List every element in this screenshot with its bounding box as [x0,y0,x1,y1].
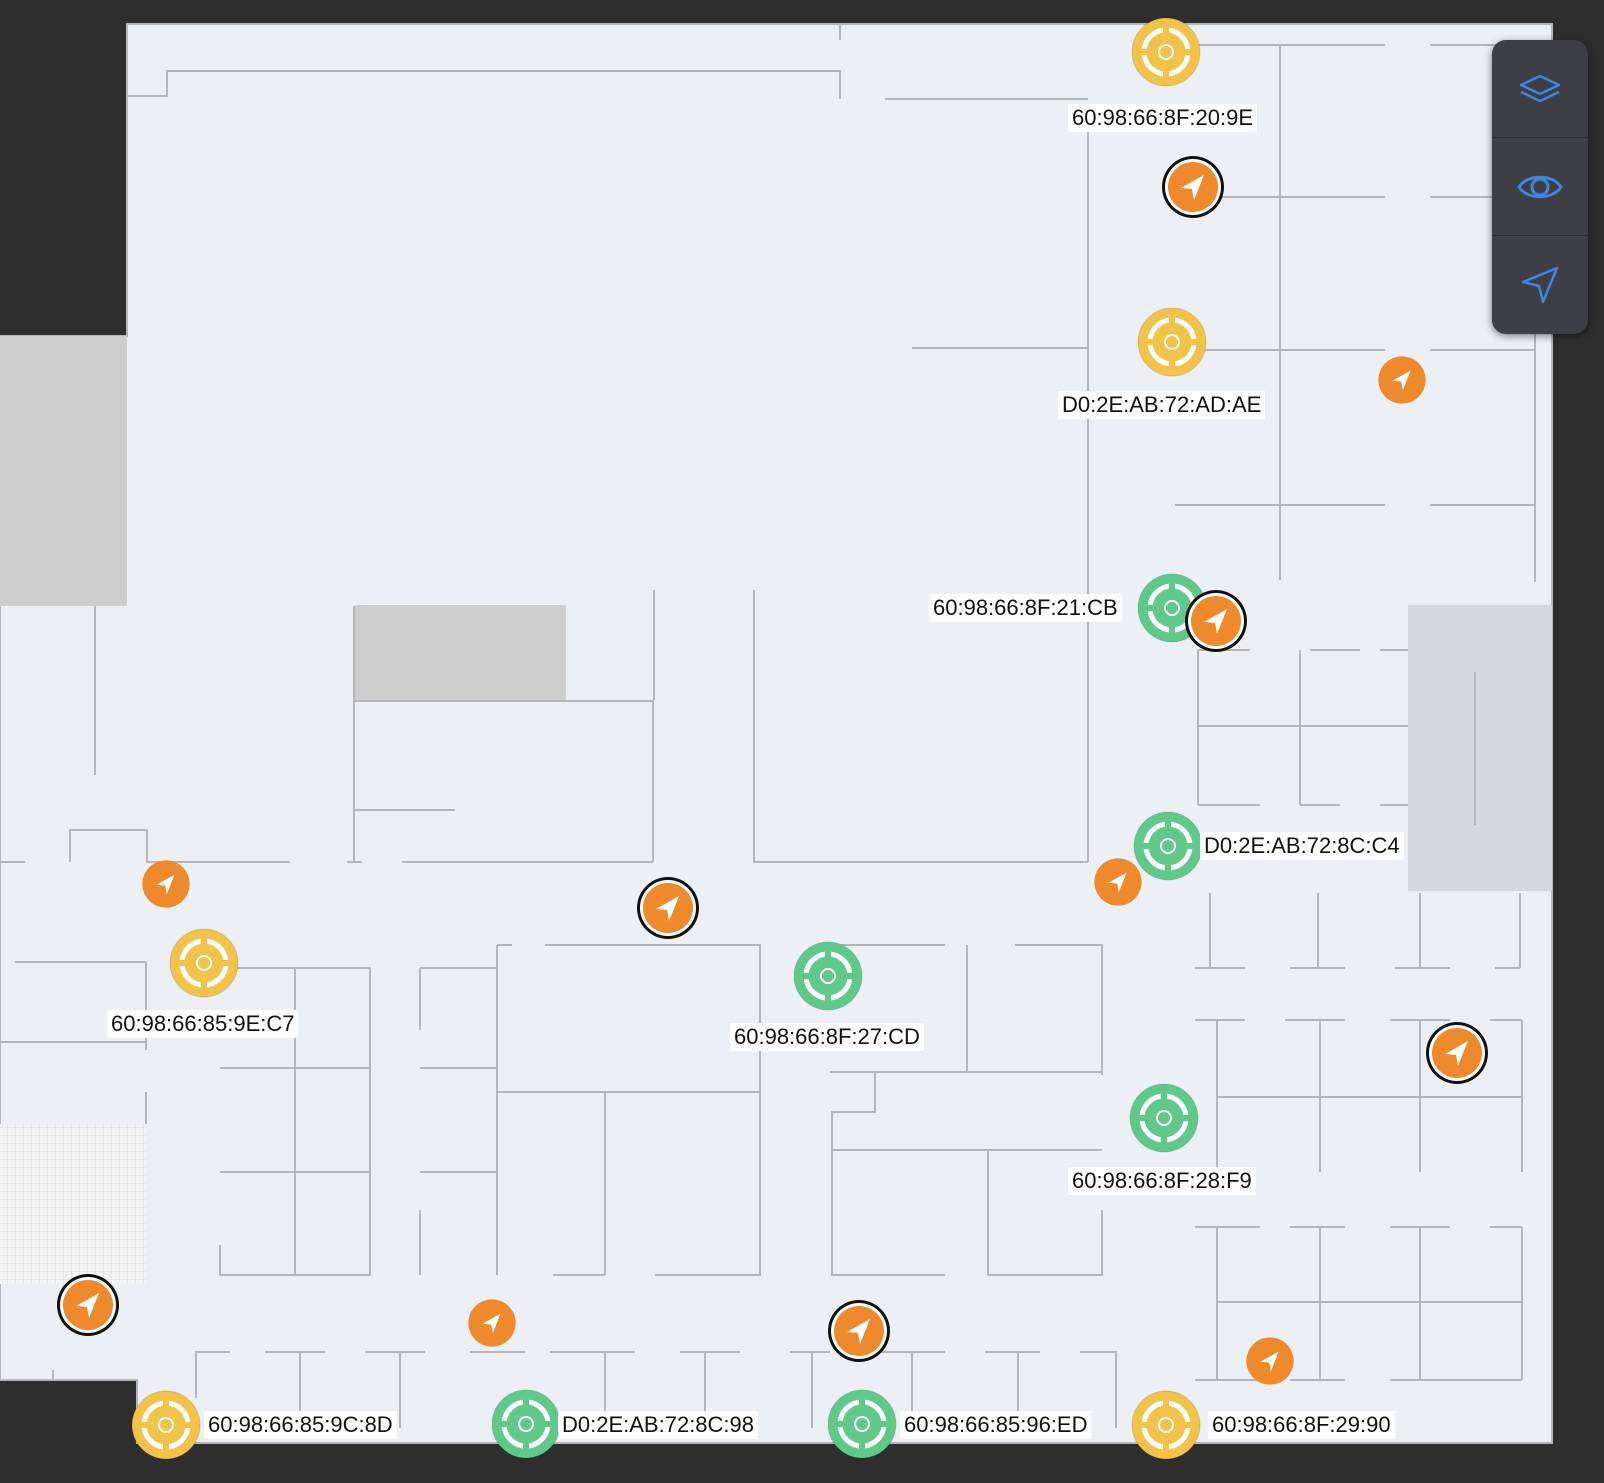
beacon-marker[interactable] [1133,811,1203,881]
beacon-marker[interactable] [1137,307,1207,377]
eye-icon [1517,175,1563,198]
grey-zone [0,336,127,606]
layers-icon [1519,74,1561,102]
navigation-button[interactable] [1492,236,1588,333]
navigation-marker-selected[interactable] [635,875,701,941]
target-icon [1137,307,1207,377]
beacon-label: 60:98:66:8F:21:CB [929,594,1122,622]
navigation-marker[interactable] [1092,856,1144,908]
beacon-marker[interactable] [827,1389,897,1459]
beacon-marker[interactable] [169,928,239,998]
target-icon [827,1389,897,1459]
navigation-marker-selected[interactable] [55,1272,121,1338]
target-icon [491,1389,561,1459]
navigation-arrow-icon [828,1300,890,1362]
navigation-arrow-icon [1521,266,1559,303]
navigation-arrow-icon [1378,356,1426,404]
navigation-arrow-icon [1246,1337,1294,1385]
navigation-arrow-icon [637,877,699,939]
target-icon [1131,17,1201,87]
beacon-label: D0:2E:AB:72:8C:C4 [1200,832,1404,860]
layers-button[interactable] [1492,40,1588,138]
walls [0,24,1536,1428]
target-icon [169,928,239,998]
navigation-marker-selected[interactable] [826,1298,892,1364]
beacon-marker[interactable] [131,1390,201,1460]
grey-zone [1408,605,1552,891]
visibility-button[interactable] [1492,138,1588,236]
beacon-label: D0:2E:AB:72:AD:AE [1058,391,1266,419]
navigation-marker-selected[interactable] [1183,588,1249,654]
beacon-marker[interactable] [1131,17,1201,87]
navigation-marker-selected[interactable] [1160,154,1226,220]
navigation-marker[interactable] [140,858,192,910]
navigation-marker[interactable] [1244,1335,1296,1387]
target-icon [131,1390,201,1460]
navigation-arrow-icon [57,1274,119,1336]
beacon-marker[interactable] [1129,1083,1199,1153]
beacon-label: 60:98:66:85:9C:8D [204,1411,397,1439]
target-icon [793,941,863,1011]
beacon-label: 60:98:66:8F:20:9E [1068,104,1258,132]
beacon-label: 60:98:66:85:96:ED [900,1411,1092,1439]
beacon-label: D0:2E:AB:72:8C:98 [558,1411,759,1439]
navigation-marker-selected[interactable] [1424,1020,1490,1086]
beacon-label: 60:98:66:85:9E:C7 [107,1010,299,1038]
beacon-marker[interactable] [793,941,863,1011]
beacon-label: 60:98:66:8F:28:F9 [1068,1167,1256,1195]
navigation-marker[interactable] [466,1297,518,1349]
tiled-zone [0,1124,146,1284]
target-icon [1131,1390,1201,1460]
grey-zone [354,605,566,701]
map-toolbar [1492,40,1588,334]
beacon-label: 60:98:66:8F:27:CD [730,1023,924,1051]
beacon-label: 60:98:66:8F:29:90 [1208,1411,1395,1439]
navigation-arrow-icon [1162,156,1224,218]
beacon-marker[interactable] [491,1389,561,1459]
navigation-marker[interactable] [1376,354,1428,406]
navigation-arrow-icon [1094,858,1142,906]
target-icon [1129,1083,1199,1153]
target-icon [1133,811,1203,881]
navigation-arrow-icon [142,860,190,908]
navigation-arrow-icon [1185,590,1247,652]
beacon-marker[interactable] [1131,1390,1201,1460]
navigation-arrow-icon [1426,1022,1488,1084]
navigation-arrow-icon [468,1299,516,1347]
